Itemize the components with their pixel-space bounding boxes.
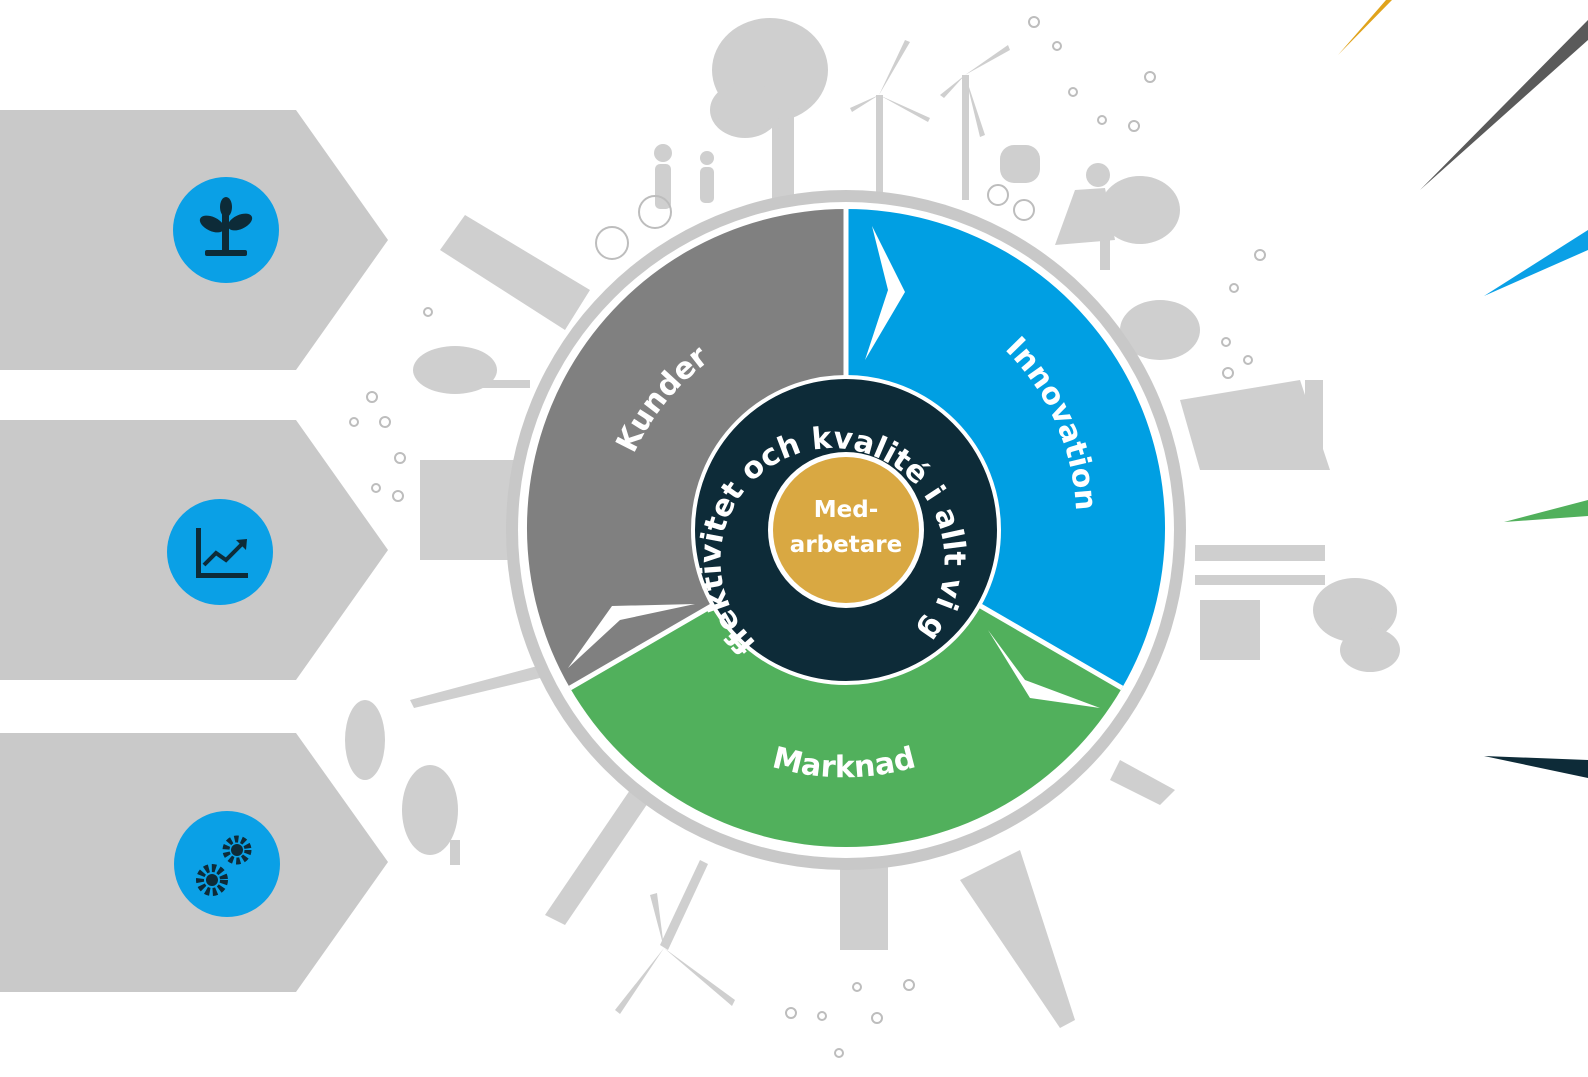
tree: [772, 110, 794, 210]
tower: [840, 860, 888, 950]
person: [700, 151, 714, 165]
streak-grey: [1420, 20, 1588, 190]
tree: [1100, 176, 1180, 244]
arrow-accent-innovation: [865, 226, 905, 360]
core-label-line2: arbetare: [790, 532, 902, 558]
wind-turbine: [962, 75, 969, 200]
segment-marknad: [570, 528, 1122, 848]
streak-orange: [1338, 0, 1392, 55]
streak-green: [1504, 500, 1588, 522]
bicycle: [595, 226, 629, 260]
core-medarbetare: [773, 457, 919, 603]
building: [1180, 380, 1330, 470]
growth-chart-icon: [196, 528, 248, 578]
arrow-accent-marknad: [988, 630, 1100, 708]
wind-turbine: [660, 860, 708, 950]
core-label-line1: Med-: [814, 497, 879, 523]
people-playing: [1110, 760, 1175, 805]
tree: [345, 700, 385, 780]
city-silhouette: [345, 18, 1400, 1028]
plant-icon: [199, 197, 253, 256]
streak-blue: [1484, 230, 1588, 296]
arrow-accent-kunder: [568, 604, 695, 668]
tree: [402, 765, 458, 855]
building: [440, 215, 590, 330]
side-tab-3: [0, 733, 388, 992]
crane: [410, 660, 565, 708]
icon-badge: [167, 499, 273, 605]
gears-icon: [196, 835, 252, 896]
pipe: [1195, 545, 1325, 561]
streak-navy: [1484, 756, 1588, 778]
wind-turbine: [876, 95, 883, 205]
person: [654, 144, 672, 162]
chimney: [545, 790, 650, 925]
stroller: [987, 184, 1009, 206]
side-tab-1: [0, 110, 388, 370]
flower-decorations: [349, 16, 1266, 1058]
icon-badge: [174, 811, 280, 917]
tree: [1313, 578, 1397, 642]
building: [960, 850, 1075, 1028]
car: [1120, 300, 1200, 360]
person: [1086, 163, 1110, 187]
side-tab-2: [0, 420, 388, 680]
decorative-streaks: [1338, 0, 1588, 778]
ring-outline: [691, 375, 1001, 685]
tree: [1340, 628, 1400, 672]
